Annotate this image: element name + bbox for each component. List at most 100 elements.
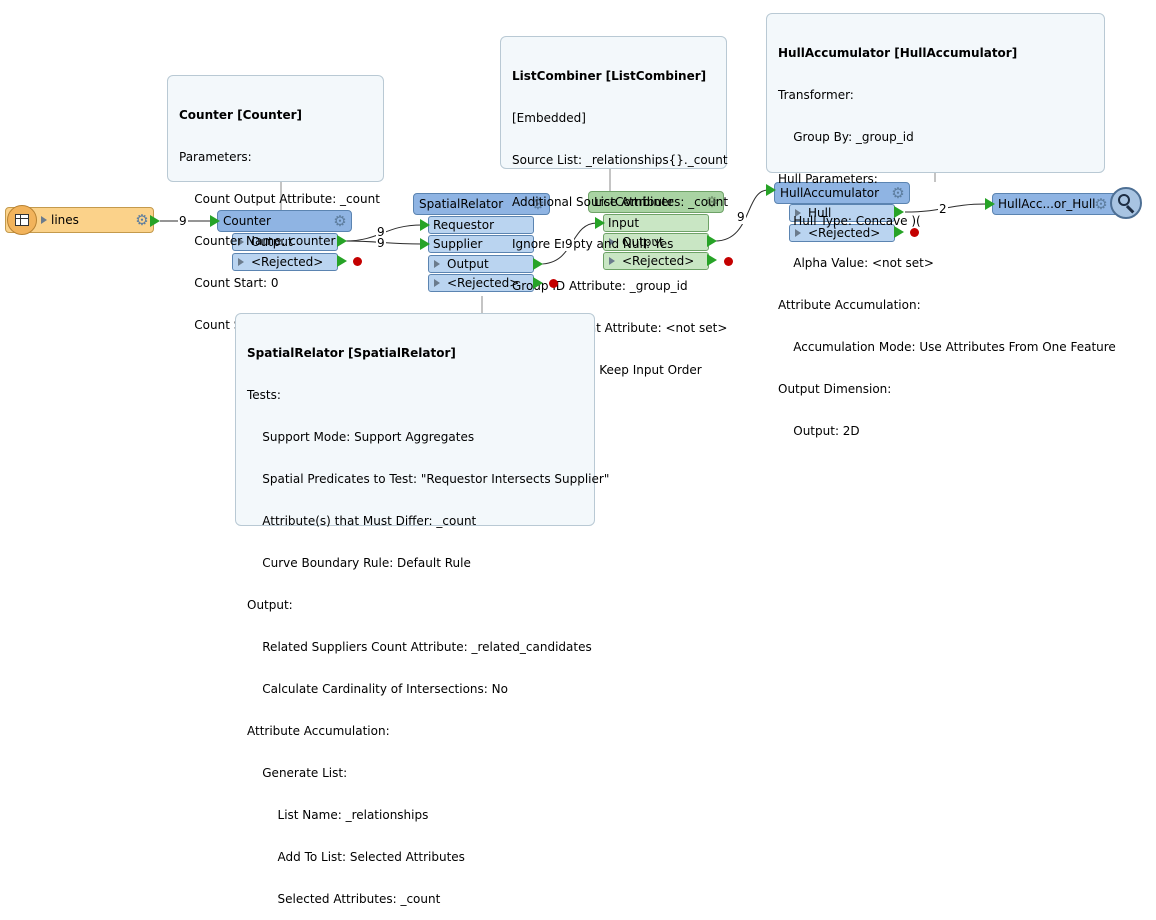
- spatialrelator-rejected-connector[interactable]: [533, 277, 543, 289]
- hullaccumulator-label: HullAccumulator: [780, 186, 880, 200]
- hull-output-connector[interactable]: [894, 206, 904, 218]
- port-label: <Rejected>: [622, 254, 695, 268]
- listcombiner-output-connector[interactable]: [707, 235, 717, 247]
- hullaccumulator-rejected-connector[interactable]: [894, 226, 904, 238]
- tooltip-line: Related Suppliers Count Attribute: _rela…: [247, 640, 592, 654]
- tooltip-line: Output: 2D: [778, 424, 860, 438]
- tooltip-line: Accumulation Mode: Use Attributes From O…: [778, 340, 1116, 354]
- reader-output-port[interactable]: [150, 215, 160, 227]
- listcombiner-input-port[interactable]: Input: [603, 214, 709, 232]
- count-counter-supplier: 9: [376, 236, 386, 250]
- tooltip-title: ListCombiner [ListCombiner]: [512, 69, 707, 83]
- counter-input-port[interactable]: [210, 215, 220, 227]
- spatialrelator-rejected-port[interactable]: <Rejected>: [428, 274, 534, 292]
- supplier-input-connector[interactable]: [420, 238, 430, 250]
- hullaccumulator-input-connector[interactable]: [766, 184, 776, 196]
- port-label: Hull: [808, 206, 832, 220]
- tooltip-line: Attribute(s) that Must Differ: _count: [247, 514, 477, 528]
- tooltip-line: Group ID Attribute: _group_id: [512, 279, 688, 293]
- rejected-dot: [910, 228, 919, 237]
- play-triangle-icon: [795, 209, 801, 217]
- listcombiner-input-connector[interactable]: [595, 217, 605, 229]
- tooltip-line: Count Output Attribute: _count: [179, 192, 380, 206]
- port-label: Input: [608, 216, 640, 230]
- counter-label: Counter: [223, 214, 271, 228]
- play-triangle-icon: [41, 216, 47, 224]
- play-triangle-icon: [609, 238, 615, 246]
- gear-icon[interactable]: ⚙: [1094, 195, 1108, 213]
- gear-icon[interactable]: ⚙: [135, 211, 149, 229]
- count-relator-combiner: 9: [564, 237, 574, 251]
- inspector-input-connector[interactable]: [985, 198, 995, 210]
- requestor-input-connector[interactable]: [420, 219, 430, 231]
- play-triangle-icon: [434, 260, 440, 268]
- tooltip-line: Hull Type: Concave )(: [778, 214, 921, 228]
- play-triangle-icon: [238, 238, 244, 246]
- listcombiner-node[interactable]: ListCombiner ⚙: [588, 191, 724, 213]
- inspector-node[interactable]: HullAcc...or_Hull: [992, 193, 1122, 215]
- port-label: Supplier: [433, 237, 483, 251]
- gear-icon[interactable]: ⚙: [891, 184, 905, 202]
- spatialrelator-node[interactable]: SpatialRelator ⚙: [413, 193, 550, 215]
- port-label: Requestor: [433, 218, 495, 232]
- count-counter-requestor: 9: [376, 225, 386, 239]
- port-label: <Rejected>: [447, 276, 520, 290]
- spatialrelator-label: SpatialRelator: [419, 197, 504, 211]
- port-label: <Rejected>: [808, 226, 881, 240]
- spatialrelator-requestor-port[interactable]: Requestor: [428, 216, 534, 234]
- listcombiner-label: ListCombiner: [594, 195, 674, 209]
- port-label: Output: [251, 235, 293, 249]
- rejected-dot: [353, 257, 362, 266]
- gear-icon[interactable]: ⚙: [705, 193, 719, 211]
- counter-output-connector[interactable]: [337, 235, 347, 247]
- counter-output-port[interactable]: Output: [232, 233, 338, 251]
- tooltip-line: Alpha Value: <not set>: [778, 256, 934, 270]
- counter-rejected-connector[interactable]: [337, 255, 347, 267]
- listcombiner-rejected-connector[interactable]: [707, 254, 717, 266]
- tooltip-line: Additional Source Attributes: _count: [512, 195, 729, 209]
- tooltip-line: Calculate Cardinality of Intersections: …: [247, 682, 508, 696]
- tooltip-line: Spatial Predicates to Test: "Requestor I…: [247, 472, 610, 486]
- tooltip-counter: Counter [Counter] Parameters: Count Outp…: [167, 75, 384, 332]
- tooltip-title: HullAccumulator [HullAccumulator]: [778, 46, 1018, 60]
- tooltip-line: Group By: _group_id: [778, 130, 914, 144]
- tooltip-hullaccumulator: HullAccumulator [HullAccumulator] Transf…: [766, 13, 1116, 438]
- listcombiner-output-port[interactable]: Output: [603, 233, 709, 251]
- count-reader-counter: 9: [178, 214, 188, 228]
- port-label: Output: [447, 257, 489, 271]
- wire-combiner-hull: [714, 189, 769, 242]
- tooltip-line: [Embedded]: [512, 111, 586, 125]
- hullaccumulator-rejected-port[interactable]: <Rejected>: [789, 224, 895, 242]
- tooltip-line: Counter Name: counter: [179, 234, 336, 248]
- tooltip-spatialrelator: SpatialRelator [SpatialRelator] Tests: S…: [235, 313, 610, 906]
- tooltip-title: Counter [Counter]: [179, 108, 303, 122]
- tooltip-line: Parameters:: [179, 150, 252, 164]
- tooltip-line: Add To List: Selected Attributes: [247, 850, 465, 864]
- reader-label: lines: [51, 213, 79, 227]
- tooltip-line: Tests:: [247, 388, 281, 402]
- count-combiner-hull: 9: [736, 210, 746, 224]
- tooltip-line: Generate List:: [247, 766, 348, 780]
- count-hull-inspector: 2: [938, 202, 948, 216]
- tooltip-line: Hull Parameters:: [778, 172, 878, 186]
- gear-icon[interactable]: ⚙: [531, 195, 545, 213]
- tooltip-line: Source List: _relationships{}._count: [512, 153, 728, 167]
- counter-rejected-port[interactable]: <Rejected>: [232, 253, 338, 271]
- tooltip-line: Transformer:: [778, 88, 854, 102]
- tooltip-line: Output:: [247, 598, 293, 612]
- spatialrelator-output-connector[interactable]: [533, 258, 543, 270]
- gear-icon[interactable]: ⚙: [333, 212, 347, 230]
- listcombiner-rejected-port[interactable]: <Rejected>: [603, 252, 709, 270]
- tooltip-line: Count Start: 0: [179, 276, 279, 290]
- hullaccumulator-node[interactable]: HullAccumulator ⚙: [774, 182, 910, 204]
- tooltip-line: Output Dimension:: [778, 382, 892, 396]
- rejected-dot: [549, 279, 558, 288]
- hullaccumulator-hull-port[interactable]: Hull: [789, 204, 895, 222]
- reader-node-lines[interactable]: lines ⚙: [5, 205, 154, 235]
- tooltip-line: Curve Boundary Rule: Default Rule: [247, 556, 471, 570]
- play-triangle-icon: [238, 258, 244, 266]
- magnifier-icon[interactable]: [1110, 187, 1142, 219]
- inspector-label: HullAcc...or_Hull: [998, 197, 1096, 211]
- tooltip-line: Selected Attributes: _count: [247, 892, 441, 906]
- counter-node[interactable]: Counter ⚙: [217, 210, 352, 232]
